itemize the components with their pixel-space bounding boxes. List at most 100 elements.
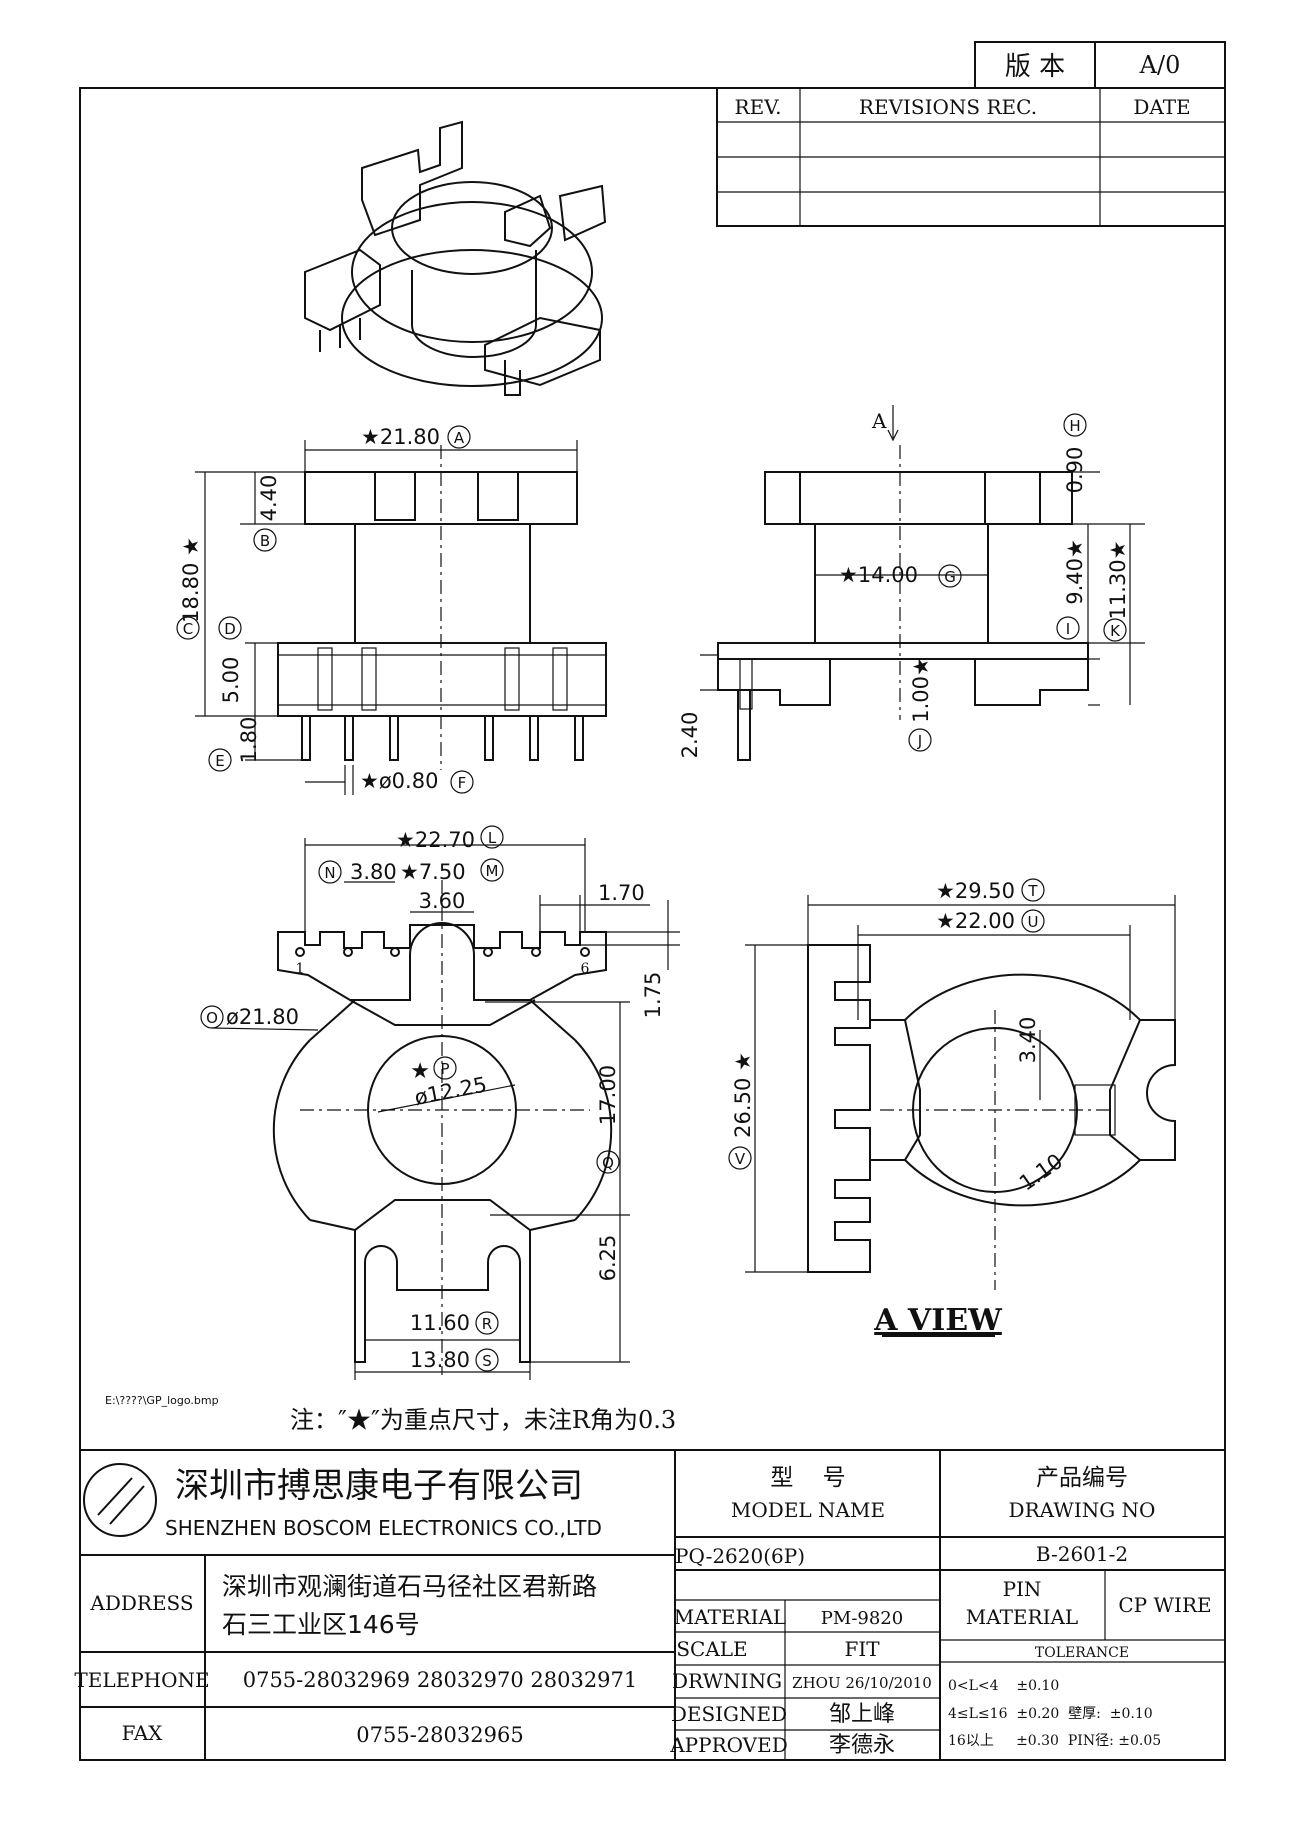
model-label-en: MODEL NAME [731, 1498, 885, 1522]
bottom-width-tag: L [488, 829, 497, 847]
bottom-outer-dia-dim: ø21.80 [226, 1005, 299, 1029]
bottom-inner-slot-tag: R [482, 1315, 492, 1333]
a-view-title: A VIEW [873, 1303, 1003, 1338]
scale-label: SCALE [676, 1637, 747, 1661]
address-label: ADDRESS [89, 1591, 193, 1615]
tolerance-title: TOLERANCE [1035, 1645, 1129, 1661]
bottom-inner-mark: ★ [410, 1059, 430, 1084]
front-pin-dia-tag: F [458, 774, 467, 792]
telephone-label: TELEPHONE [74, 1668, 209, 1692]
a-height-tag: V [735, 1150, 746, 1168]
front-bottom-tag: D [224, 620, 236, 638]
a-slot-depth-dim: 3.40 [1016, 1017, 1040, 1064]
front-top-tag: B [260, 532, 270, 550]
version-label: 版 本 [1005, 52, 1065, 82]
front-total-tag: C [183, 620, 193, 638]
model-value: PQ-2620(6P) [675, 1544, 805, 1568]
tolerance-row-2: 4≤L≤16 ±0.20 壁厚: ±0.10 [948, 1706, 1153, 1722]
company-name-en: SHENZHEN BOSCOM ELECTRONICS CO.,LTD [165, 1516, 602, 1540]
fax-value: 0755-28032965 [356, 1723, 523, 1747]
side-pin-offset-dim: 2.40 [678, 712, 702, 759]
side-core-tag: G [944, 568, 956, 586]
bottom-pin-last: 6 [581, 961, 590, 977]
front-pin-dia-dim: ★ø0.80 [360, 769, 438, 793]
bottom-slot-dim: 3.60 [419, 889, 466, 913]
bottom-pin-first: 1 [296, 961, 305, 977]
material-value: PM-9820 [821, 1608, 903, 1629]
rev-header: REV. [735, 95, 782, 119]
drawing-note: 注：″★″为重点尺寸，未注R角为0.3 [290, 1406, 676, 1434]
bottom-pitch-tag: N [324, 864, 335, 882]
bottom-width-dim: ★22.70 [396, 828, 475, 852]
isometric-view [304, 120, 607, 396]
pin-value: CP WIRE [1118, 1593, 1211, 1617]
scale-value: FIT [844, 1637, 880, 1661]
bottom-pitch-dim: 3.80 [350, 860, 397, 884]
front-width-tag: A [454, 429, 465, 447]
bottom-center-tag: M [486, 862, 499, 880]
bottom-view: 1 6 ★22.70 L N 3.80 ★7.50 M 3.60 1.70 [200, 825, 680, 1380]
approved-label: APPROVED [669, 1733, 788, 1757]
drawing-label-cn: 产品编号 [1036, 1465, 1128, 1491]
date-header: DATE [1133, 95, 1190, 119]
drawing-label-en: DRAWING NO [1009, 1498, 1156, 1522]
front-pin-length-dim: 1.80 [237, 717, 261, 764]
side-view: A 0.90 H 9.40★ I 11.30★ K ★14.00 G [678, 405, 1145, 761]
company-name-cn: 深圳市搏思康电子有限公司 [175, 1466, 583, 1506]
drawing-value: B-2601-2 [1036, 1542, 1128, 1566]
fax-label: FAX [122, 1721, 164, 1745]
front-view: ★21.80 A 4.40 B 18.80 ★ C D 5.00 E 1.80 … [176, 425, 607, 795]
a-outer-width-dim: ★29.50 [936, 879, 1015, 903]
a-view: ★29.50 T ★22.00 U 26.50 ★ V 3.40 1.10 A … [728, 878, 1176, 1338]
side-top-gap-tag: H [1069, 417, 1080, 435]
designed-value: 邹上峰 [829, 1702, 895, 1727]
address-line-1: 深圳市观澜街道石马径社区君新路 [222, 1572, 597, 1601]
a-inner-width-dim: ★22.00 [936, 909, 1015, 933]
title-block: 深圳市搏思康电子有限公司 SHENZHEN BOSCOM ELECTRONICS… [74, 1449, 1225, 1760]
bottom-inner-slot-dim: 11.60 [410, 1311, 470, 1335]
tolerance-row-1: 0<L<4 ±0.10 [948, 1678, 1059, 1694]
front-top-height-dim: 4.40 [257, 475, 281, 522]
a-height-dim: 26.50 ★ [731, 1052, 755, 1138]
bottom-center-pitch-dim: ★7.50 [400, 860, 466, 884]
drawing-frame [79, 87, 1226, 1761]
company-logo [83, 1463, 157, 1537]
bottom-inner-tag: P [440, 1060, 449, 1078]
side-core-width-dim: ★14.00 [839, 563, 918, 587]
model-label-cn: 型 号 [770, 1465, 845, 1491]
side-outer-height-dim: 11.30★ [1106, 541, 1130, 620]
bottom-outer-slot-dim: 13.80 [410, 1348, 470, 1372]
a-inner-tag: U [1028, 913, 1039, 931]
drawing-value-2: ZHOU 26/10/2010 [792, 1674, 932, 1692]
bottom-body-tag: Q [602, 1154, 614, 1172]
bottom-outer-slot-tag: S [482, 1352, 492, 1370]
approved-value: 李德永 [829, 1733, 895, 1758]
bottom-depth-dim: 6.25 [596, 1235, 620, 1282]
side-bottom-tag: J [917, 732, 922, 750]
material-label: MATERIAL [674, 1605, 786, 1629]
side-arrow-label: A [871, 409, 887, 433]
bottom-body-height-dim: 17.00 [596, 1065, 620, 1125]
version-value: A/0 [1139, 51, 1181, 79]
designed-label: DESIGNED [671, 1702, 787, 1726]
drawing-label: DRWNING [672, 1669, 782, 1693]
revisions-rec-header: REVISIONS REC. [859, 95, 1037, 119]
pin-label-2: MATERIAL [966, 1605, 1078, 1629]
telephone-value: 0755-28032969 28032970 28032971 [243, 1668, 638, 1692]
front-bottom-height-dim: 5.00 [219, 657, 243, 704]
side-inner-tag: I [1066, 620, 1070, 638]
side-inner-height-dim: 9.40★ [1063, 539, 1087, 605]
logo-path: E:\????\GP_logo.bmp [105, 1394, 219, 1407]
side-outer-tag: K [1110, 622, 1121, 640]
bottom-tab-dim: 1.70 [598, 881, 645, 905]
front-width-dim: ★21.80 [361, 425, 440, 449]
front-total-height-dim: 18.80 ★ [179, 537, 203, 623]
bottom-outer-dia-tag: O [206, 1009, 218, 1027]
front-pin-tag: E [215, 752, 224, 770]
a-outer-tag: T [1027, 882, 1038, 900]
pin-label-1: PIN [1003, 1577, 1042, 1601]
bottom-tab-height-dim: 1.75 [641, 972, 665, 1019]
address-line-2: 石三工业区146号 [222, 1610, 420, 1639]
tolerance-row-3: 16以上 ±0.30 PIN径: ±0.05 [948, 1733, 1161, 1749]
